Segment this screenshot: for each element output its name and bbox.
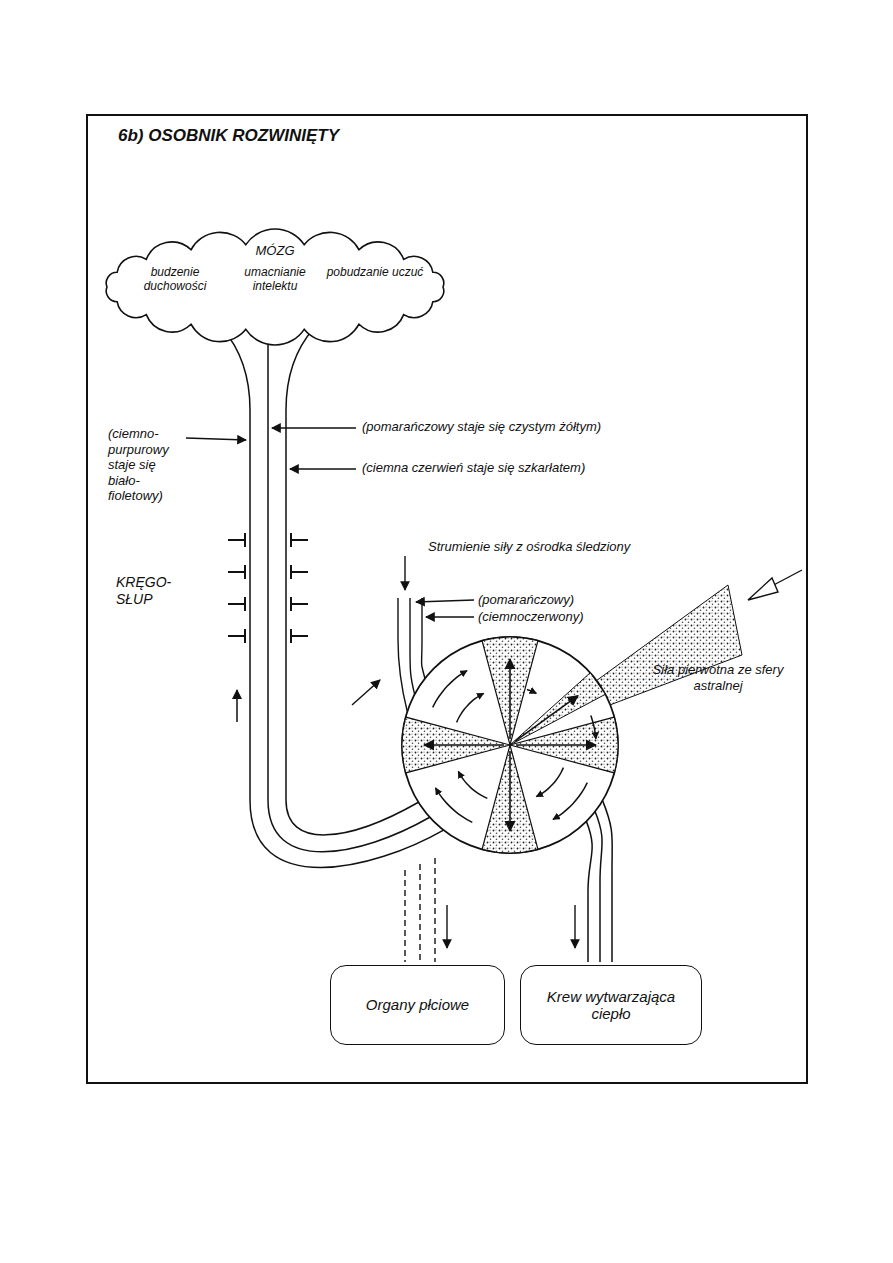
stippled-sector [482,745,538,853]
blood-channel [603,801,613,962]
vertebra-tick [228,533,245,547]
rotation-arrow [536,768,563,797]
stippled-sector [402,717,510,773]
node-text: Krew wytwarzająca ciepło [531,988,691,1023]
vertebra-tick [291,597,308,611]
annotation: Siła pierwotna ze sfery astralnej [648,662,788,693]
spleen-centre [402,637,618,853]
frame [87,115,807,1083]
radial-arrow [424,744,504,746]
radial-arrow [516,744,596,746]
leader-arrow [272,427,356,428]
annotation: (pomarańczowy) [478,592,638,608]
annotation: (ciemno-purpurowy staje się biało-fiolet… [108,426,188,504]
radial-arrow [515,696,578,742]
title: 6b) OSOBNIK ROZWINIĘTY [118,126,339,146]
node-text: umacnianie intelektu [225,266,325,294]
rotation-arrow [436,788,473,822]
stippled-sector [510,673,605,745]
vertebra-tick [228,597,245,611]
rotation-arrow [591,716,596,739]
leader-arrow [416,600,474,602]
leader-arrow [290,468,356,469]
spleen-channel [410,598,415,694]
spleen-channel [398,598,407,712]
leader-arrow [404,556,405,590]
leader-arrow [426,616,474,617]
vertebra-tick [228,629,245,643]
rotation-arrow [553,783,587,820]
node-text: budzenie duchowości [125,266,225,294]
vertebra-tick [228,565,245,579]
target-box: Krew wytwarzająca ciepło [520,965,702,1045]
spine-channel [286,328,418,835]
part-name: KRĘGO-SŁUP [116,574,178,608]
vertebra-tick [291,565,308,579]
stippled-sector [510,717,618,773]
brain-cloud: MÓZG budzenie duchowościumacnianie intele… [95,232,455,342]
dashed-channel [404,870,405,962]
node-text: Organy płciowe [366,996,469,1013]
dashed-channel [434,858,435,962]
node-text: pobudzanie uczuć [325,266,425,280]
leader-arrow [352,680,380,705]
rotation-arrow [457,693,484,722]
vertebra-tick [291,533,308,547]
channels [186,328,802,962]
spleen-channel [422,598,425,679]
beam-arrow-head [748,578,778,600]
rotation-arrow [527,690,536,694]
flow-arrow [236,690,238,722]
annotation: (pomarańczowy staje się czystym żółtym) [362,419,762,435]
annotation: Strumienie siły z ośrodka śledziony [428,539,788,555]
radial-arrow [509,659,511,739]
annotation: (ciemna czerwień staje się szkarłatem) [362,460,762,476]
leader-arrow [574,905,575,948]
blood-channel [595,811,602,962]
rotation-arrow [458,771,487,798]
vertebra-tick [291,629,308,643]
annotation: (ciemnoczerwony) [478,609,638,625]
leader-arrow [186,438,246,440]
blood-channel [586,821,592,962]
leader-arrow [446,905,447,948]
rotation-arrow [433,671,467,708]
node-heading: MÓZG [95,244,455,259]
radial-arrow [509,751,511,831]
dashed-channel [419,864,420,962]
target-box: Organy płciowe [330,965,505,1045]
